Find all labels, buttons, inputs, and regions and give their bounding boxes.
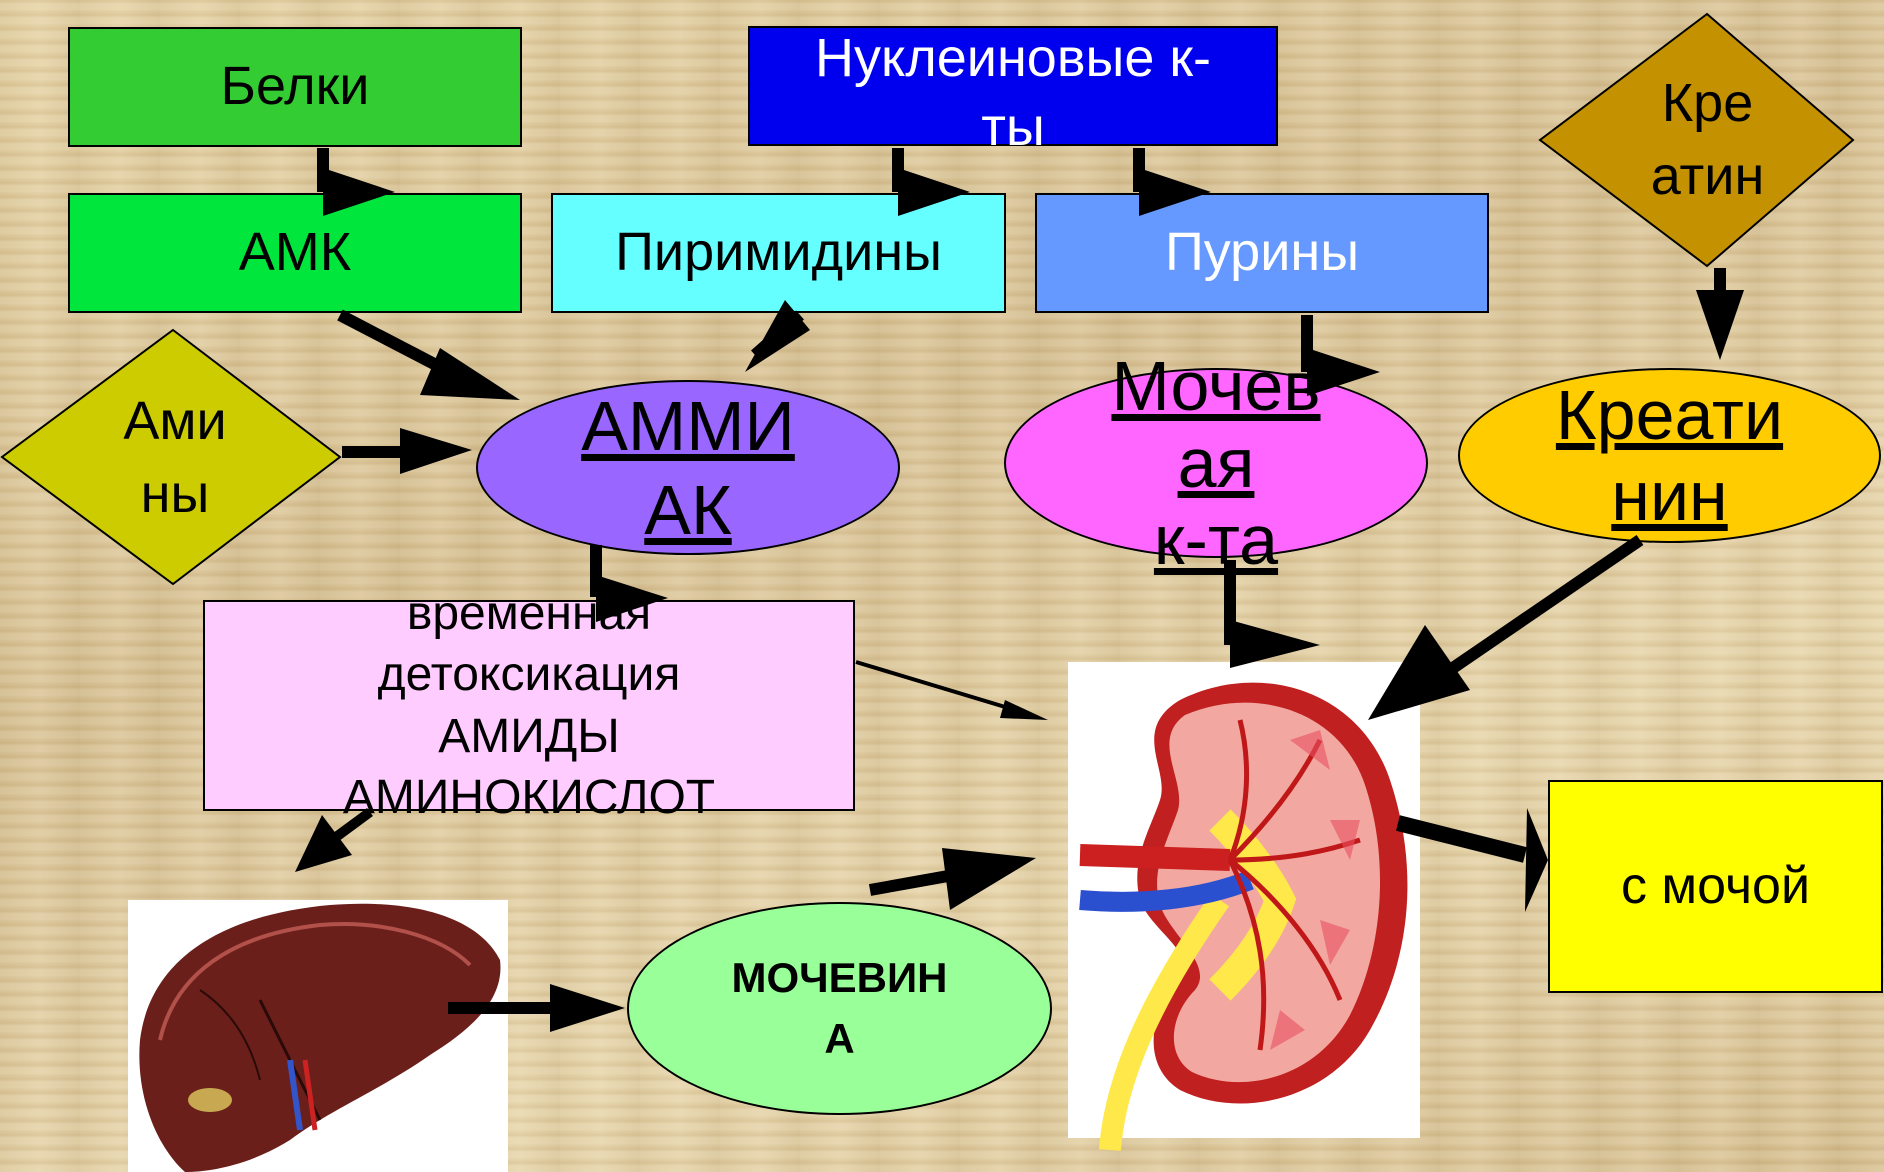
arrow-nucleic-pirimidiny xyxy=(898,148,970,216)
arrow-amk-ammiak xyxy=(340,315,520,400)
arrow-puriny-mochevaya xyxy=(1307,315,1380,396)
arrow-detox-liver xyxy=(295,812,370,872)
arrow-aminy-ammiak xyxy=(342,428,472,474)
arrow-detox-kidney xyxy=(856,662,1048,720)
arrow-ammiak-detox xyxy=(596,545,668,622)
arrow-kreatinin-kidney xyxy=(1368,540,1640,720)
arrow-nucleic-puriny xyxy=(1139,148,1211,216)
arrow-kidney-s-mochoy xyxy=(1398,808,1548,912)
arrow-mochevina-kidney xyxy=(870,848,1036,910)
arrow-liver-mochevina xyxy=(448,984,625,1032)
arrow-kreatin-kreatinin xyxy=(1696,268,1744,360)
arrow-pirimidiny-ammiak xyxy=(745,300,810,372)
arrow-mochevaya-kidney xyxy=(1230,560,1320,668)
arrow-belki-amk xyxy=(323,148,395,216)
